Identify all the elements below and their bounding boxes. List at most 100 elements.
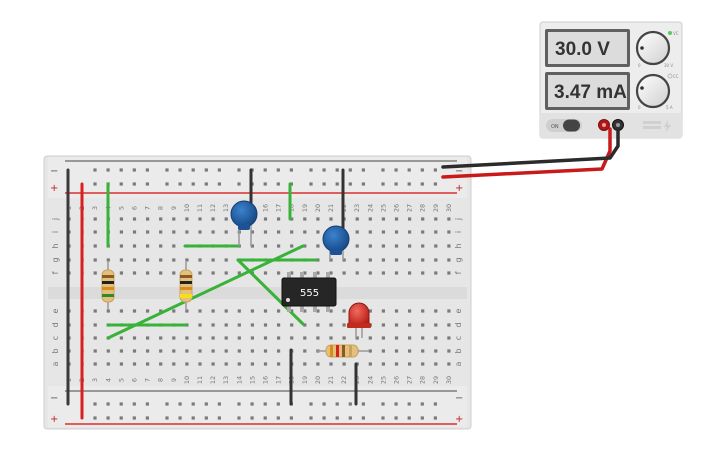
hole-f12[interactable]	[211, 271, 215, 275]
hole-h3[interactable]	[93, 244, 97, 248]
hole-i26[interactable]	[394, 230, 399, 234]
hole-g5[interactable]	[119, 258, 123, 262]
rail-hole[interactable]	[335, 402, 339, 406]
hole-j24[interactable]	[368, 217, 372, 221]
hole-c17[interactable]	[277, 336, 281, 340]
rail-hole[interactable]	[289, 168, 293, 172]
hole-b9[interactable]	[172, 349, 176, 353]
hole-c15[interactable]	[250, 336, 254, 340]
hole-e28[interactable]	[421, 309, 425, 313]
hole-j8[interactable]	[159, 217, 163, 221]
hole-b4[interactable]	[106, 349, 110, 353]
hole-e24[interactable]	[368, 309, 372, 313]
hole-j20[interactable]	[316, 217, 320, 221]
hole-h27[interactable]	[408, 244, 412, 248]
hole-a4[interactable]	[106, 362, 110, 366]
hole-d13[interactable]	[224, 323, 228, 327]
hole-d18[interactable]	[290, 323, 294, 327]
hole-a20[interactable]	[316, 362, 320, 366]
hole-j16[interactable]	[263, 217, 268, 221]
hole-e5[interactable]	[119, 309, 123, 313]
hole-e14[interactable]	[237, 309, 241, 313]
hole-b14[interactable]	[237, 349, 241, 353]
current-knob[interactable]	[635, 73, 671, 109]
rail-hole[interactable]	[407, 416, 411, 420]
hole-b6[interactable]	[132, 349, 137, 353]
hole-d29[interactable]	[434, 323, 438, 327]
rail-hole[interactable]	[407, 168, 411, 172]
rail-hole[interactable]	[407, 402, 411, 406]
hole-a10[interactable]	[185, 362, 189, 366]
hole-j18[interactable]	[290, 217, 294, 221]
hole-i27[interactable]	[408, 230, 412, 234]
rail-hole[interactable]	[263, 182, 267, 186]
hole-a17[interactable]	[277, 362, 281, 366]
hole-g26[interactable]	[394, 258, 399, 262]
hole-f30[interactable]	[447, 271, 451, 275]
hole-c7[interactable]	[146, 336, 150, 340]
rail-hole[interactable]	[204, 168, 208, 172]
hole-f22[interactable]	[342, 271, 346, 275]
red-led[interactable]	[347, 302, 371, 338]
hole-i18[interactable]	[290, 230, 294, 234]
hole-f19[interactable]	[303, 271, 307, 275]
hole-a6[interactable]	[132, 362, 137, 366]
hole-f24[interactable]	[368, 271, 372, 275]
rail-hole[interactable]	[309, 416, 313, 420]
rail-hole[interactable]	[263, 168, 267, 172]
rail-hole[interactable]	[217, 182, 221, 186]
hole-d30[interactable]	[447, 323, 451, 327]
rail-hole[interactable]	[420, 182, 424, 186]
hole-b27[interactable]	[408, 349, 412, 353]
hole-i28[interactable]	[421, 230, 425, 234]
hole-e9[interactable]	[172, 309, 176, 313]
rail-hole[interactable]	[335, 416, 339, 420]
rail-hole[interactable]	[237, 168, 241, 172]
hole-j19[interactable]	[303, 217, 307, 221]
hole-f17[interactable]	[277, 271, 281, 275]
hole-c10[interactable]	[185, 336, 189, 340]
hole-i15[interactable]	[250, 230, 254, 234]
hole-h20[interactable]	[316, 244, 320, 248]
rail-hole[interactable]	[348, 402, 352, 406]
hole-d14[interactable]	[237, 323, 241, 327]
hole-c9[interactable]	[172, 336, 176, 340]
ic-555-chip[interactable]: 555	[281, 272, 337, 312]
hole-i30[interactable]	[447, 230, 451, 234]
hole-d22[interactable]	[342, 323, 346, 327]
hole-g11[interactable]	[198, 258, 202, 262]
hole-h8[interactable]	[159, 244, 163, 248]
hole-h5[interactable]	[119, 244, 123, 248]
hole-d20[interactable]	[316, 323, 320, 327]
hole-d21[interactable]	[329, 323, 333, 327]
hole-g13[interactable]	[224, 258, 228, 262]
hole-i7[interactable]	[146, 230, 150, 234]
hole-h24[interactable]	[368, 244, 372, 248]
rail-hole[interactable]	[145, 182, 149, 186]
rail-hole[interactable]	[309, 168, 313, 172]
hole-b28[interactable]	[421, 349, 425, 353]
rail-hole[interactable]	[394, 416, 398, 420]
hole-g30[interactable]	[447, 258, 451, 262]
hole-a3[interactable]	[93, 362, 97, 366]
hole-c19[interactable]	[303, 336, 307, 340]
rail-hole[interactable]	[178, 182, 182, 186]
hole-c23[interactable]	[355, 336, 359, 340]
hole-g7[interactable]	[146, 258, 150, 262]
hole-c27[interactable]	[408, 336, 412, 340]
rail-hole[interactable]	[191, 416, 195, 420]
hole-i9[interactable]	[172, 230, 176, 234]
rail-hole[interactable]	[119, 168, 123, 172]
hole-c30[interactable]	[447, 336, 451, 340]
hole-i8[interactable]	[159, 230, 163, 234]
hole-h17[interactable]	[277, 244, 281, 248]
hole-g22[interactable]	[342, 258, 346, 262]
rail-hole[interactable]	[322, 416, 326, 420]
rail-hole[interactable]	[394, 402, 398, 406]
hole-a5[interactable]	[119, 362, 123, 366]
rail-hole[interactable]	[165, 168, 169, 172]
hole-j7[interactable]	[146, 217, 150, 221]
hole-e13[interactable]	[224, 309, 228, 313]
hole-i13[interactable]	[224, 230, 228, 234]
hole-g29[interactable]	[434, 258, 438, 262]
